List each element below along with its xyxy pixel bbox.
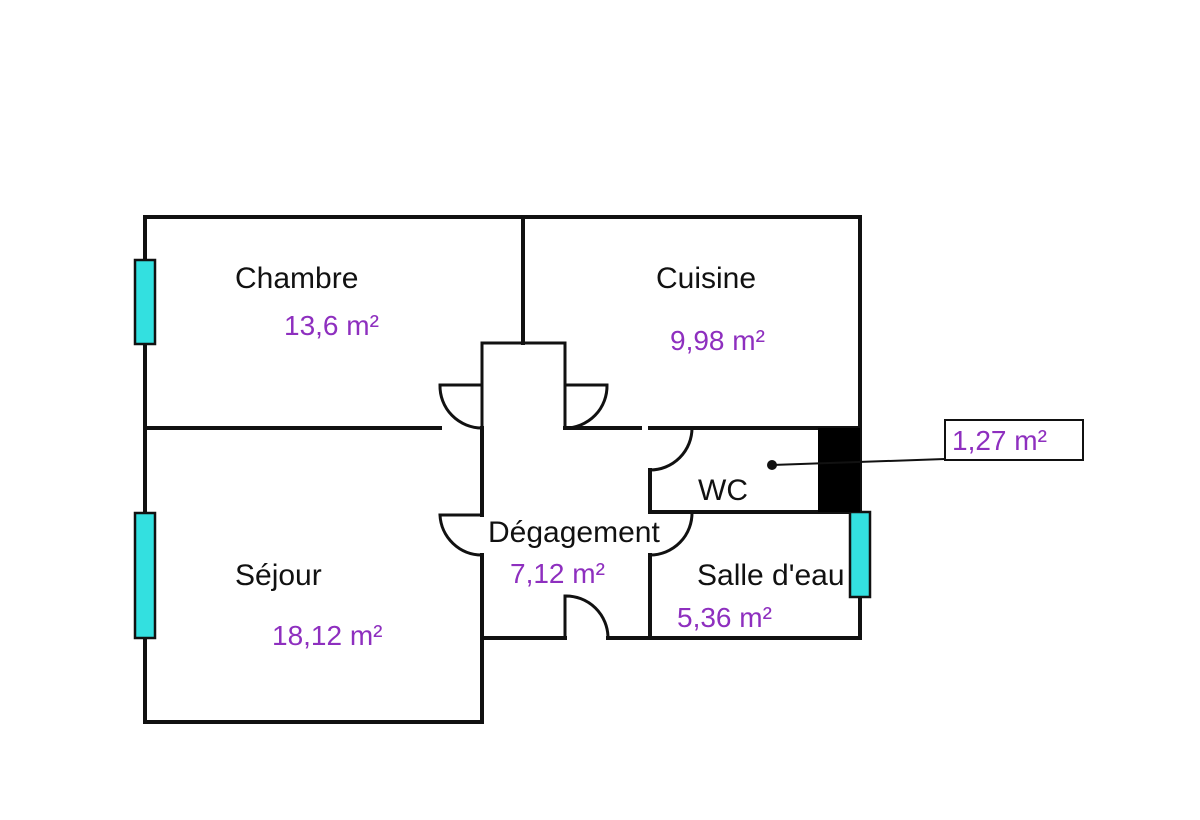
door-entrance bbox=[563, 594, 610, 639]
room-name-wc: WC bbox=[698, 474, 748, 507]
door-frame-top bbox=[480, 341, 567, 385]
technical-shaft bbox=[818, 428, 860, 512]
callout-label: 1,27 m² bbox=[952, 425, 1047, 456]
room-name-chambre: Chambre bbox=[235, 262, 358, 295]
room-area-degagement: 7,12 m² bbox=[510, 558, 605, 589]
window-sejour bbox=[133, 511, 157, 640]
door-wc bbox=[649, 426, 694, 472]
window-salle-eau bbox=[848, 510, 872, 599]
shaft-callout: 1,27 m² bbox=[767, 419, 1084, 470]
room-area-cuisine: 9,98 m² bbox=[670, 325, 765, 356]
room-name-degagement: Dégagement bbox=[488, 516, 660, 549]
room-area-salle-eau: 5,36 m² bbox=[677, 602, 772, 633]
door-chambre bbox=[438, 383, 484, 430]
door-sejour bbox=[438, 513, 483, 557]
callout-leader bbox=[771, 458, 946, 466]
room-area-chambre: 13,6 m² bbox=[284, 310, 379, 341]
room-labels: Chambre 13,6 m² Cuisine 9,98 m² Séjour 1… bbox=[235, 262, 845, 651]
callout-box bbox=[944, 419, 1084, 461]
doors bbox=[438, 341, 694, 639]
door-cuisine bbox=[563, 383, 609, 430]
room-name-cuisine: Cuisine bbox=[656, 262, 756, 295]
window-chambre bbox=[133, 258, 157, 346]
room-area-sejour: 18,12 m² bbox=[272, 620, 383, 651]
windows bbox=[133, 258, 872, 640]
door-salle-eau bbox=[649, 510, 694, 557]
room-name-salle-eau: Salle d'eau bbox=[697, 559, 845, 592]
room-name-sejour: Séjour bbox=[235, 559, 322, 592]
